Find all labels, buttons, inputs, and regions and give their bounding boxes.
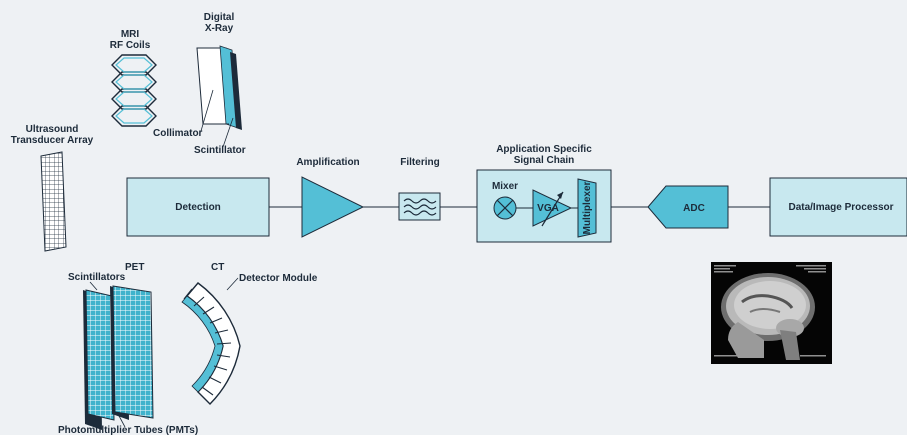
detector-module-label: Detector Module [239,273,318,284]
filtering-label: Filtering [400,157,439,168]
vga-triangle-icon [532,189,573,227]
mixer-label: Mixer [492,181,518,192]
amplification-label: Amplification [296,157,359,168]
rf-coil-icon [111,54,157,127]
rf-coils-label: RF Coils [110,40,151,51]
detection-label: Detection [175,202,221,213]
scintillators-leader [89,281,98,291]
adc-block: ADC [647,185,729,229]
ultrasound-label: Ultrasound [26,124,79,135]
ct-detector-arc-icon [181,282,241,405]
digital-label: Digital [204,12,235,23]
filter-wave-icon [403,198,437,216]
transducer-array-icon [40,151,67,252]
pmts-leader [117,413,126,428]
vga-block: VGA [532,189,573,227]
digital-xray-group: Digital X-Ray Collimator Scintillator [153,12,246,156]
pet-label: PET [125,262,144,273]
asc-label-line2: Signal Chain [514,155,575,166]
asc-label-line1: Application Specific [496,144,592,155]
scintillator-label: Scintillator [194,145,246,156]
vga-label: VGA [537,203,559,214]
xray-plates-icon [196,45,242,130]
transducer-array-label: Transducer Array [11,135,94,146]
collimator-label: Collimator [153,128,203,139]
pmts-label: Photomultiplier Tubes (PMTs) [58,425,198,435]
vga-gain-arrow-icon [541,191,564,227]
multiplexer-block: Multiplexer [577,178,597,238]
filtering-block: Filtering [398,157,441,221]
mri-brain-scan-image [711,262,832,364]
asc-block: Application Specific Signal Chain Mixer … [476,144,612,243]
mri-rf-coils-group: MRI RF Coils [110,29,157,127]
detection-block: Detection [126,177,270,237]
mixer-cross-icon [493,196,517,220]
scintillator-leader [222,117,234,148]
ultrasound-group: Ultrasound Transducer Array [11,124,94,252]
xray-label: X-Ray [205,23,234,34]
amplifier-icon [301,176,365,238]
processor-block: Data/Image Processor [769,177,907,237]
mri-label: MRI [121,29,140,40]
multiplexer-label: Multiplexer [582,182,593,235]
ct-label: CT [211,262,224,273]
detector-module-leader [226,277,239,291]
adc-shape [647,185,729,229]
scintillators-label: Scintillators [68,272,126,283]
amplification-block: Amplification [296,157,365,238]
pet-scintillator-panels-icon [83,285,154,430]
processor-label: Data/Image Processor [788,202,893,213]
pet-group: PET Scintillators Photomultiplier Tubes … [58,262,198,435]
adc-label: ADC [683,203,705,214]
collimator-leader [200,89,214,132]
ct-group: CT Detector Module [181,262,318,405]
